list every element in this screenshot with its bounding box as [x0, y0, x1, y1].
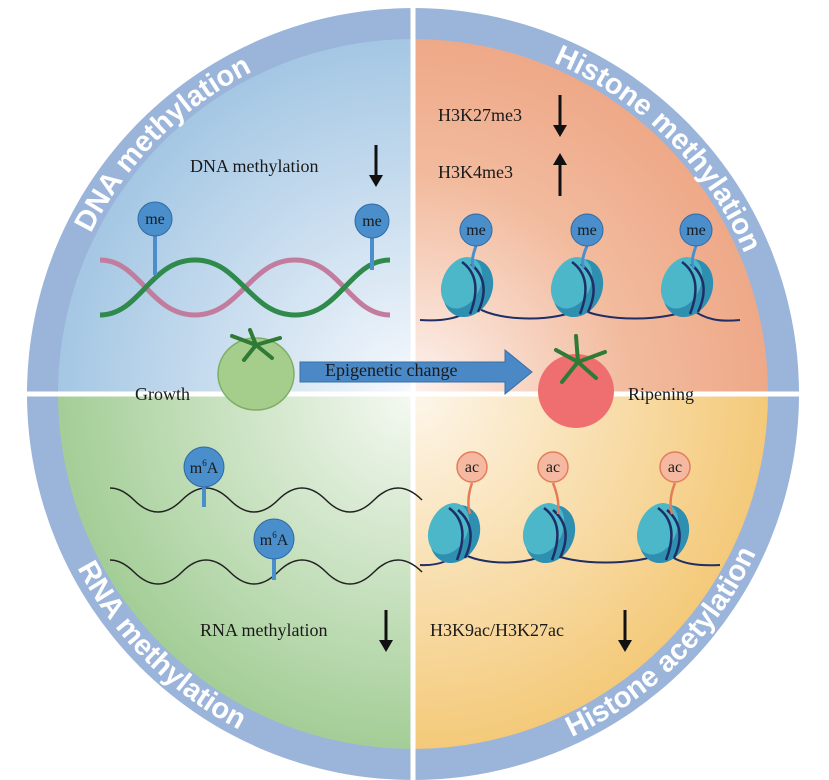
svg-text:me: me — [577, 222, 597, 239]
arrow-up-icon — [553, 153, 567, 196]
m6a-mark: m6A — [183, 446, 225, 507]
nucleosome: ac — [513, 451, 586, 573]
red-tomato-icon — [538, 334, 614, 428]
nucleosome: me — [431, 213, 504, 327]
arrow-down-icon — [379, 610, 393, 652]
h3k27me3-label: H3K27me3 — [438, 105, 522, 125]
green-tomato-icon — [217, 328, 295, 411]
growth-label: Growth — [135, 384, 190, 404]
arrow-down-icon — [553, 95, 567, 137]
rna-strand — [109, 487, 423, 513]
dna-helix — [99, 257, 391, 318]
svg-text:m6A: m6A — [190, 458, 219, 477]
svg-text:me: me — [362, 213, 382, 230]
m6a-mark: m6A — [253, 518, 295, 580]
quadrant-histone-acetylation — [413, 394, 768, 749]
nucleosome: me — [541, 213, 614, 327]
svg-text:ac: ac — [668, 459, 682, 476]
svg-text:me: me — [145, 211, 165, 228]
methyl-mark: me — [354, 203, 390, 270]
quadrant-rna-methylation — [58, 394, 413, 749]
nucleosome: ac — [627, 451, 700, 573]
h3k4me3-label: H3K4me3 — [438, 162, 513, 182]
h3k9ac-h3k27ac-label: H3K9ac/H3K27ac — [430, 620, 564, 640]
arrow-down-icon — [369, 145, 383, 187]
svg-text:m6A: m6A — [260, 530, 289, 549]
svg-text:me: me — [466, 222, 486, 239]
methyl-mark: me — [137, 201, 173, 275]
epigenetic-change-label: Epigenetic change — [325, 360, 457, 380]
svg-text:ac: ac — [546, 459, 560, 476]
arrow-down-icon — [618, 610, 632, 652]
rna-strand — [109, 559, 423, 585]
rna-methylation-label: RNA methylation — [200, 620, 328, 640]
ripening-label: Ripening — [628, 384, 694, 404]
svg-text:me: me — [686, 222, 706, 239]
nucleosome: ac — [418, 451, 491, 573]
svg-text:ac: ac — [465, 459, 479, 476]
epigenetic-change-arrow — [299, 348, 533, 396]
nucleosome: me — [651, 213, 724, 327]
dna-methylation-label: DNA methylation — [190, 156, 319, 176]
